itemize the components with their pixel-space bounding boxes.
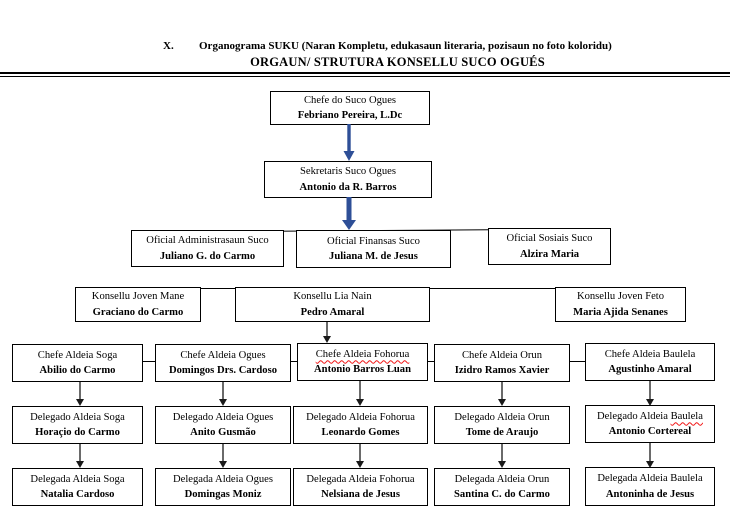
role-label: Konsellu Lia Nain [293, 291, 372, 303]
person-name: Leonardo Gomes [321, 427, 400, 438]
org-box-delegado-aldeia-ogues: Delegado Aldeia Ogues Anito Gusmão [155, 406, 291, 444]
role-label-misspelled-word: Baulela [670, 410, 703, 422]
org-box-konsellu-joven-feto: Konsellu Joven Feto Maria Ajida Senanes [555, 287, 686, 322]
person-name: Antonio Cortereal [608, 426, 692, 437]
role-label: Chefe Aldeia Soga [37, 349, 118, 361]
arrow-down-connector-blue [342, 197, 356, 230]
person-name: Natalia Cardoso [40, 489, 115, 500]
person-name: Agustinho Amaral [608, 364, 692, 375]
org-box-oficial-sosiais: Oficial Sosiais Suco Alzira Maria [488, 228, 611, 265]
person-name: Domingas Moniz [184, 489, 262, 500]
org-box-chefe-aldeia-orun: Chefe Aldeia Orun Izidro Ramos Xavier [434, 344, 570, 382]
role-label: Delegada Aldeia Soga [30, 473, 125, 485]
role-label: Sekretaris Suco Ogues [300, 166, 396, 178]
role-label: Delegada Aldeia Baulela [597, 473, 703, 485]
role-label: Chefe Aldeia Baulela [604, 348, 696, 360]
arrow-down-connector-blue [343, 124, 355, 161]
arrow-down-connector [76, 382, 84, 406]
role-label: Chefe do Suco Ogues [303, 94, 397, 106]
arrow-down-connector [76, 444, 84, 468]
org-box-delegado-aldeia-orun: Delegado Aldeia Orun Tome de Araujo [434, 406, 570, 444]
person-name: Antonio da R. Barros [299, 181, 397, 193]
org-box-chefe-aldeia-soga: Chefe Aldeia Soga Abilio do Carmo [12, 344, 143, 382]
person-name: Juliano G. do Carmo [159, 250, 256, 262]
connector-line [429, 288, 556, 290]
person-name: Maria Ajida Senanes [573, 306, 668, 318]
person-name: Juliana M. de Jesus [329, 251, 418, 262]
person-name: Antoninha de Jesus [605, 488, 695, 500]
org-box-chefe-suco: Chefe do Suco Ogues Febriano Pereira, L.… [270, 91, 430, 125]
org-box-konsellu-joven-mane: Konsellu Joven Mane Graciano do Carmo [75, 287, 201, 322]
role-label: Delegado Aldeia Ogues [172, 411, 274, 423]
person-name: Antonio Barros Luan [314, 364, 411, 375]
role-label: Delegado Aldeia Baulela [597, 409, 703, 424]
arrow-down-connector [219, 382, 227, 406]
org-box-chefe-aldeia-ogues: Chefe Aldeia Ogues Domingos Drs. Cardoso [155, 344, 291, 382]
role-label: Oficial Finansas Suco [327, 235, 420, 247]
document-subtitle: ORGAUN/ STRUTURA KONSELLU SUCO OGUÉS [250, 55, 545, 69]
org-box-chefe-aldeia-baulela: Chefe Aldeia Baulela Agustinho Amaral [585, 343, 715, 381]
person-name: Izidro Ramos Xavier [454, 365, 550, 376]
person-name: Domingos Drs. Cardoso [168, 365, 277, 376]
org-box-oficial-administrasaun: Oficial Administrasaun Suco Juliano G. d… [131, 230, 284, 267]
org-box-delegado-aldeia-fohorua: Delegado Aldeia Fohorua Leonardo Gomes [293, 406, 428, 444]
role-label: Delegada Aldeia Fohorua [306, 473, 415, 485]
org-box-delegado-aldeia-baulela: Delegado Aldeia Baulela Antonio Corterea… [585, 405, 715, 443]
role-label: Delegado Aldeia Soga [30, 411, 125, 423]
role-label-prefix: Delegado Aldeia [597, 410, 668, 422]
person-name: Santina C. do Carmo [454, 489, 550, 500]
page-title: Organograma SUKU (Naran Kompletu, edukas… [199, 40, 612, 52]
person-name: Nelsiana de Jesus [321, 489, 400, 500]
arrow-down-connector [498, 382, 506, 406]
arrow-down-connector [646, 443, 654, 468]
org-box-sekretaris-suco: Sekretaris Suco Ogues Antonio da R. Barr… [264, 161, 432, 198]
org-box-delegada-aldeia-orun: Delegada Aldeia Orun Santina C. do Carmo [434, 468, 570, 506]
org-box-delegada-aldeia-soga: Delegada Aldeia Soga Natalia Cardoso [12, 468, 143, 506]
arrow-down-connector [323, 322, 331, 343]
title-divider [0, 72, 730, 77]
connector-line [200, 288, 236, 290]
person-name: Tome de Araujo [465, 427, 539, 438]
heading-index: X. [163, 40, 174, 52]
role-label: Delegada Aldeia Orun [454, 473, 550, 485]
person-name: Febriano Pereira, L.Dc [297, 110, 403, 121]
connector-line [291, 361, 297, 363]
org-box-konsellu-lia-nain: Konsellu Lia Nain Pedro Amaral [235, 287, 430, 322]
person-name: Graciano do Carmo [92, 306, 184, 318]
org-box-delegada-aldeia-ogues: Delegada Aldeia Ogues Domingas Moniz [155, 468, 291, 506]
org-box-delegada-aldeia-baulela: Delegada Aldeia Baulela Antoninha de Jes… [585, 467, 715, 506]
role-label: Delegado Aldeia Fohorua [306, 411, 415, 423]
person-name: Alzira Maria [519, 248, 580, 260]
org-box-delegado-aldeia-soga: Delegado Aldeia Soga Horaçio do Carmo [12, 406, 143, 444]
person-name: Pedro Amaral [300, 306, 365, 318]
arrow-down-connector [219, 444, 227, 468]
person-name: Anito Gusmão [190, 427, 256, 438]
role-label: Oficial Administrasaun Suco [146, 235, 269, 247]
org-box-delegada-aldeia-fohorua: Delegada Aldeia Fohorua Nelsiana de Jesu… [293, 468, 428, 506]
arrow-down-connector [498, 444, 506, 468]
arrow-down-connector [356, 381, 364, 406]
role-label: Delegada Aldeia Ogues [172, 473, 273, 485]
org-box-chefe-aldeia-fohorua: Chefe Aldeia Fohorua Antonio Barros Luan [297, 343, 428, 381]
arrow-down-connector [646, 381, 654, 406]
person-name: Horaçio do Carmo [35, 427, 120, 438]
role-label: Oficial Sosiais Suco [506, 233, 593, 245]
role-label: Chefe Aldeia Ogues [180, 349, 266, 361]
connector-line [428, 361, 434, 363]
arrow-down-connector [356, 444, 364, 468]
role-label: Konsellu Joven Mane [91, 291, 185, 303]
role-label: Konsellu Joven Feto [576, 291, 665, 303]
connector-line [143, 361, 155, 363]
connector-line [570, 361, 585, 363]
role-label: Chefe Aldeia Orun [461, 349, 543, 361]
org-box-oficial-finansas: Oficial Finansas Suco Juliana M. de Jesu… [296, 230, 451, 268]
role-label: Chefe Aldeia Fohorua [315, 348, 410, 360]
role-label: Delegado Aldeia Orun [454, 411, 550, 423]
person-name: Abilio do Carmo [39, 365, 116, 376]
